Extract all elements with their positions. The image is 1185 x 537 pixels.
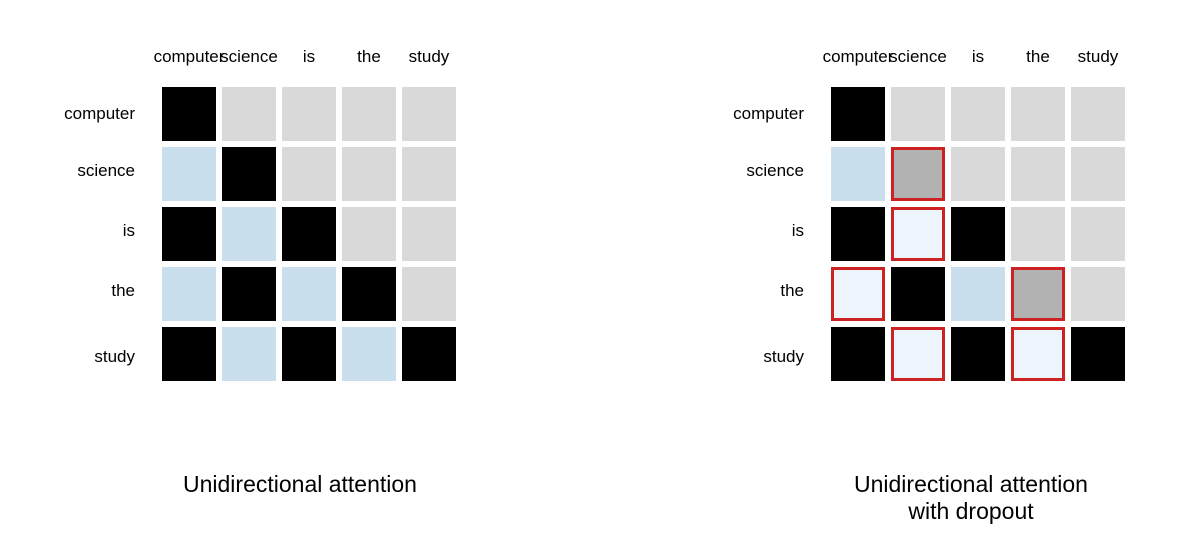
column-label-computer: computer: [822, 47, 894, 66]
caption-line: with dropout: [908, 498, 1034, 524]
attention-cell-masked: [282, 147, 336, 201]
attention-cell-attend: [831, 87, 885, 141]
attention-cell-masked: [1011, 207, 1065, 261]
attention-cell-partial: [951, 267, 1005, 321]
row-label-the: the: [111, 281, 135, 300]
attention-cell-masked: [951, 147, 1005, 201]
attention-cell-partial: [162, 267, 216, 321]
attention-cell-attend: [162, 327, 216, 381]
attention-cell-partial: [282, 267, 336, 321]
attention-cell-attend: [1071, 327, 1125, 381]
attention-cell-partial: [222, 327, 276, 381]
attention-cell-attend: [831, 327, 885, 381]
attention-cell-partial: [222, 207, 276, 261]
attention-cell-masked: [402, 87, 456, 141]
dropped-cell-dropped-partial: [831, 267, 885, 321]
caption-line: Unidirectional attention: [183, 471, 417, 497]
column-label-study: study: [408, 47, 450, 66]
attention-cell-attend: [162, 207, 216, 261]
attention-cell-attend: [951, 207, 1005, 261]
dropped-cell-dropped-attend: [1011, 267, 1065, 321]
row-label-the: the: [780, 281, 804, 300]
attention-cell-masked: [342, 87, 396, 141]
column-label-is: is: [971, 47, 985, 66]
attention-cell-attend: [891, 267, 945, 321]
attention-cell-masked: [1071, 207, 1125, 261]
column-label-science: science: [220, 47, 278, 66]
attention-cell-attend: [222, 147, 276, 201]
attention-cell-attend: [162, 87, 216, 141]
column-label-science: science: [889, 47, 947, 66]
row-label-science: science: [77, 161, 135, 180]
panel-caption: Unidirectional attention: [100, 471, 500, 498]
attention-cell-masked: [1011, 87, 1065, 141]
attention-cell-partial: [342, 327, 396, 381]
attention-cell-partial: [831, 147, 885, 201]
attention-cell-masked: [1071, 147, 1125, 201]
dropped-cell-dropped-attend: [891, 147, 945, 201]
dropped-cell-dropped-partial: [891, 207, 945, 261]
column-label-the: the: [1026, 47, 1050, 66]
row-label-is: is: [122, 221, 135, 240]
caption-line: Unidirectional attention: [854, 471, 1088, 497]
attention-cell-masked: [1071, 87, 1125, 141]
attention-cell-attend: [831, 207, 885, 261]
attention-cell-masked: [1011, 147, 1065, 201]
column-label-computer: computer: [153, 47, 225, 66]
attention-cell-masked: [951, 87, 1005, 141]
attention-cell-masked: [402, 207, 456, 261]
attention-cell-masked: [891, 87, 945, 141]
dropped-cell-dropped-partial: [891, 327, 945, 381]
attention-cell-masked: [402, 267, 456, 321]
row-label-computer: computer: [64, 104, 135, 123]
row-label-science: science: [746, 161, 804, 180]
column-label-study: study: [1077, 47, 1119, 66]
attention-cell-attend: [222, 267, 276, 321]
attention-cell-attend: [342, 267, 396, 321]
attention-cell-partial: [162, 147, 216, 201]
attention-cell-masked: [282, 87, 336, 141]
attention-cell-attend: [282, 207, 336, 261]
attention-cell-attend: [402, 327, 456, 381]
attention-cell-masked: [342, 147, 396, 201]
attention-cell-masked: [222, 87, 276, 141]
attention-cell-attend: [951, 327, 1005, 381]
column-label-is: is: [302, 47, 316, 66]
row-label-study: study: [94, 347, 135, 366]
row-label-computer: computer: [733, 104, 804, 123]
column-label-the: the: [357, 47, 381, 66]
dropped-cell-dropped-partial: [1011, 327, 1065, 381]
attention-cell-masked: [402, 147, 456, 201]
row-label-study: study: [763, 347, 804, 366]
row-label-is: is: [791, 221, 804, 240]
attention-cell-attend: [282, 327, 336, 381]
panel-caption: Unidirectional attention with dropout: [771, 471, 1171, 525]
attention-cell-masked: [342, 207, 396, 261]
attention-cell-masked: [1071, 267, 1125, 321]
